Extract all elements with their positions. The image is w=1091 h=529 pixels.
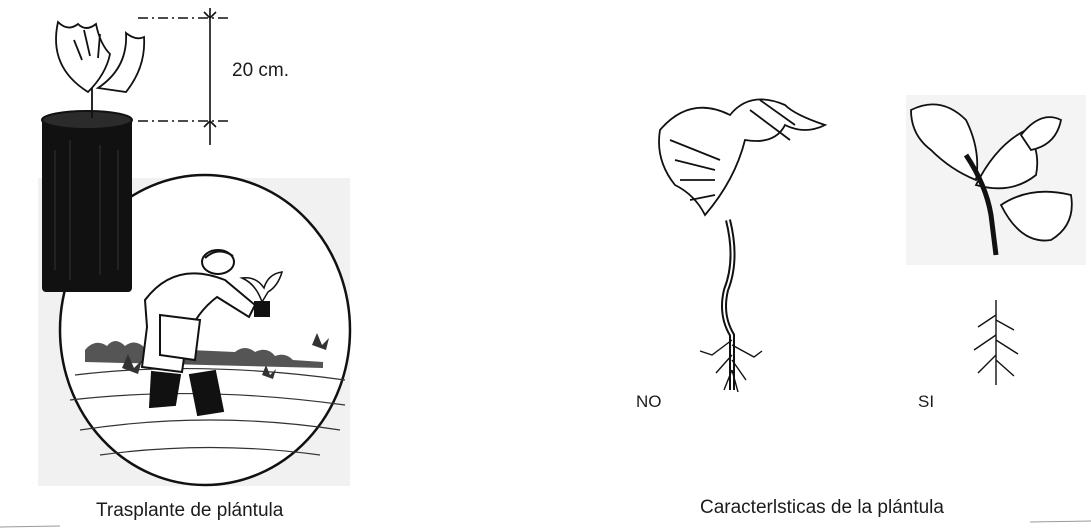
si-roots (966, 300, 1026, 390)
seedling-caption: Caracterlsticas de la plántula (700, 497, 944, 519)
transplant-illustration (0, 0, 360, 500)
pot-rim (42, 111, 132, 129)
seedling-no-illustration (650, 90, 850, 400)
potted-seedling (56, 22, 144, 118)
seedling-si-illustration (906, 95, 1091, 265)
dimension-marker (138, 8, 230, 145)
transplant-caption: Trasplante de plántula (96, 500, 283, 522)
label-si: SI (918, 392, 934, 412)
label-no: NO (636, 392, 662, 412)
dimension-label: 20 cm. (232, 60, 289, 82)
